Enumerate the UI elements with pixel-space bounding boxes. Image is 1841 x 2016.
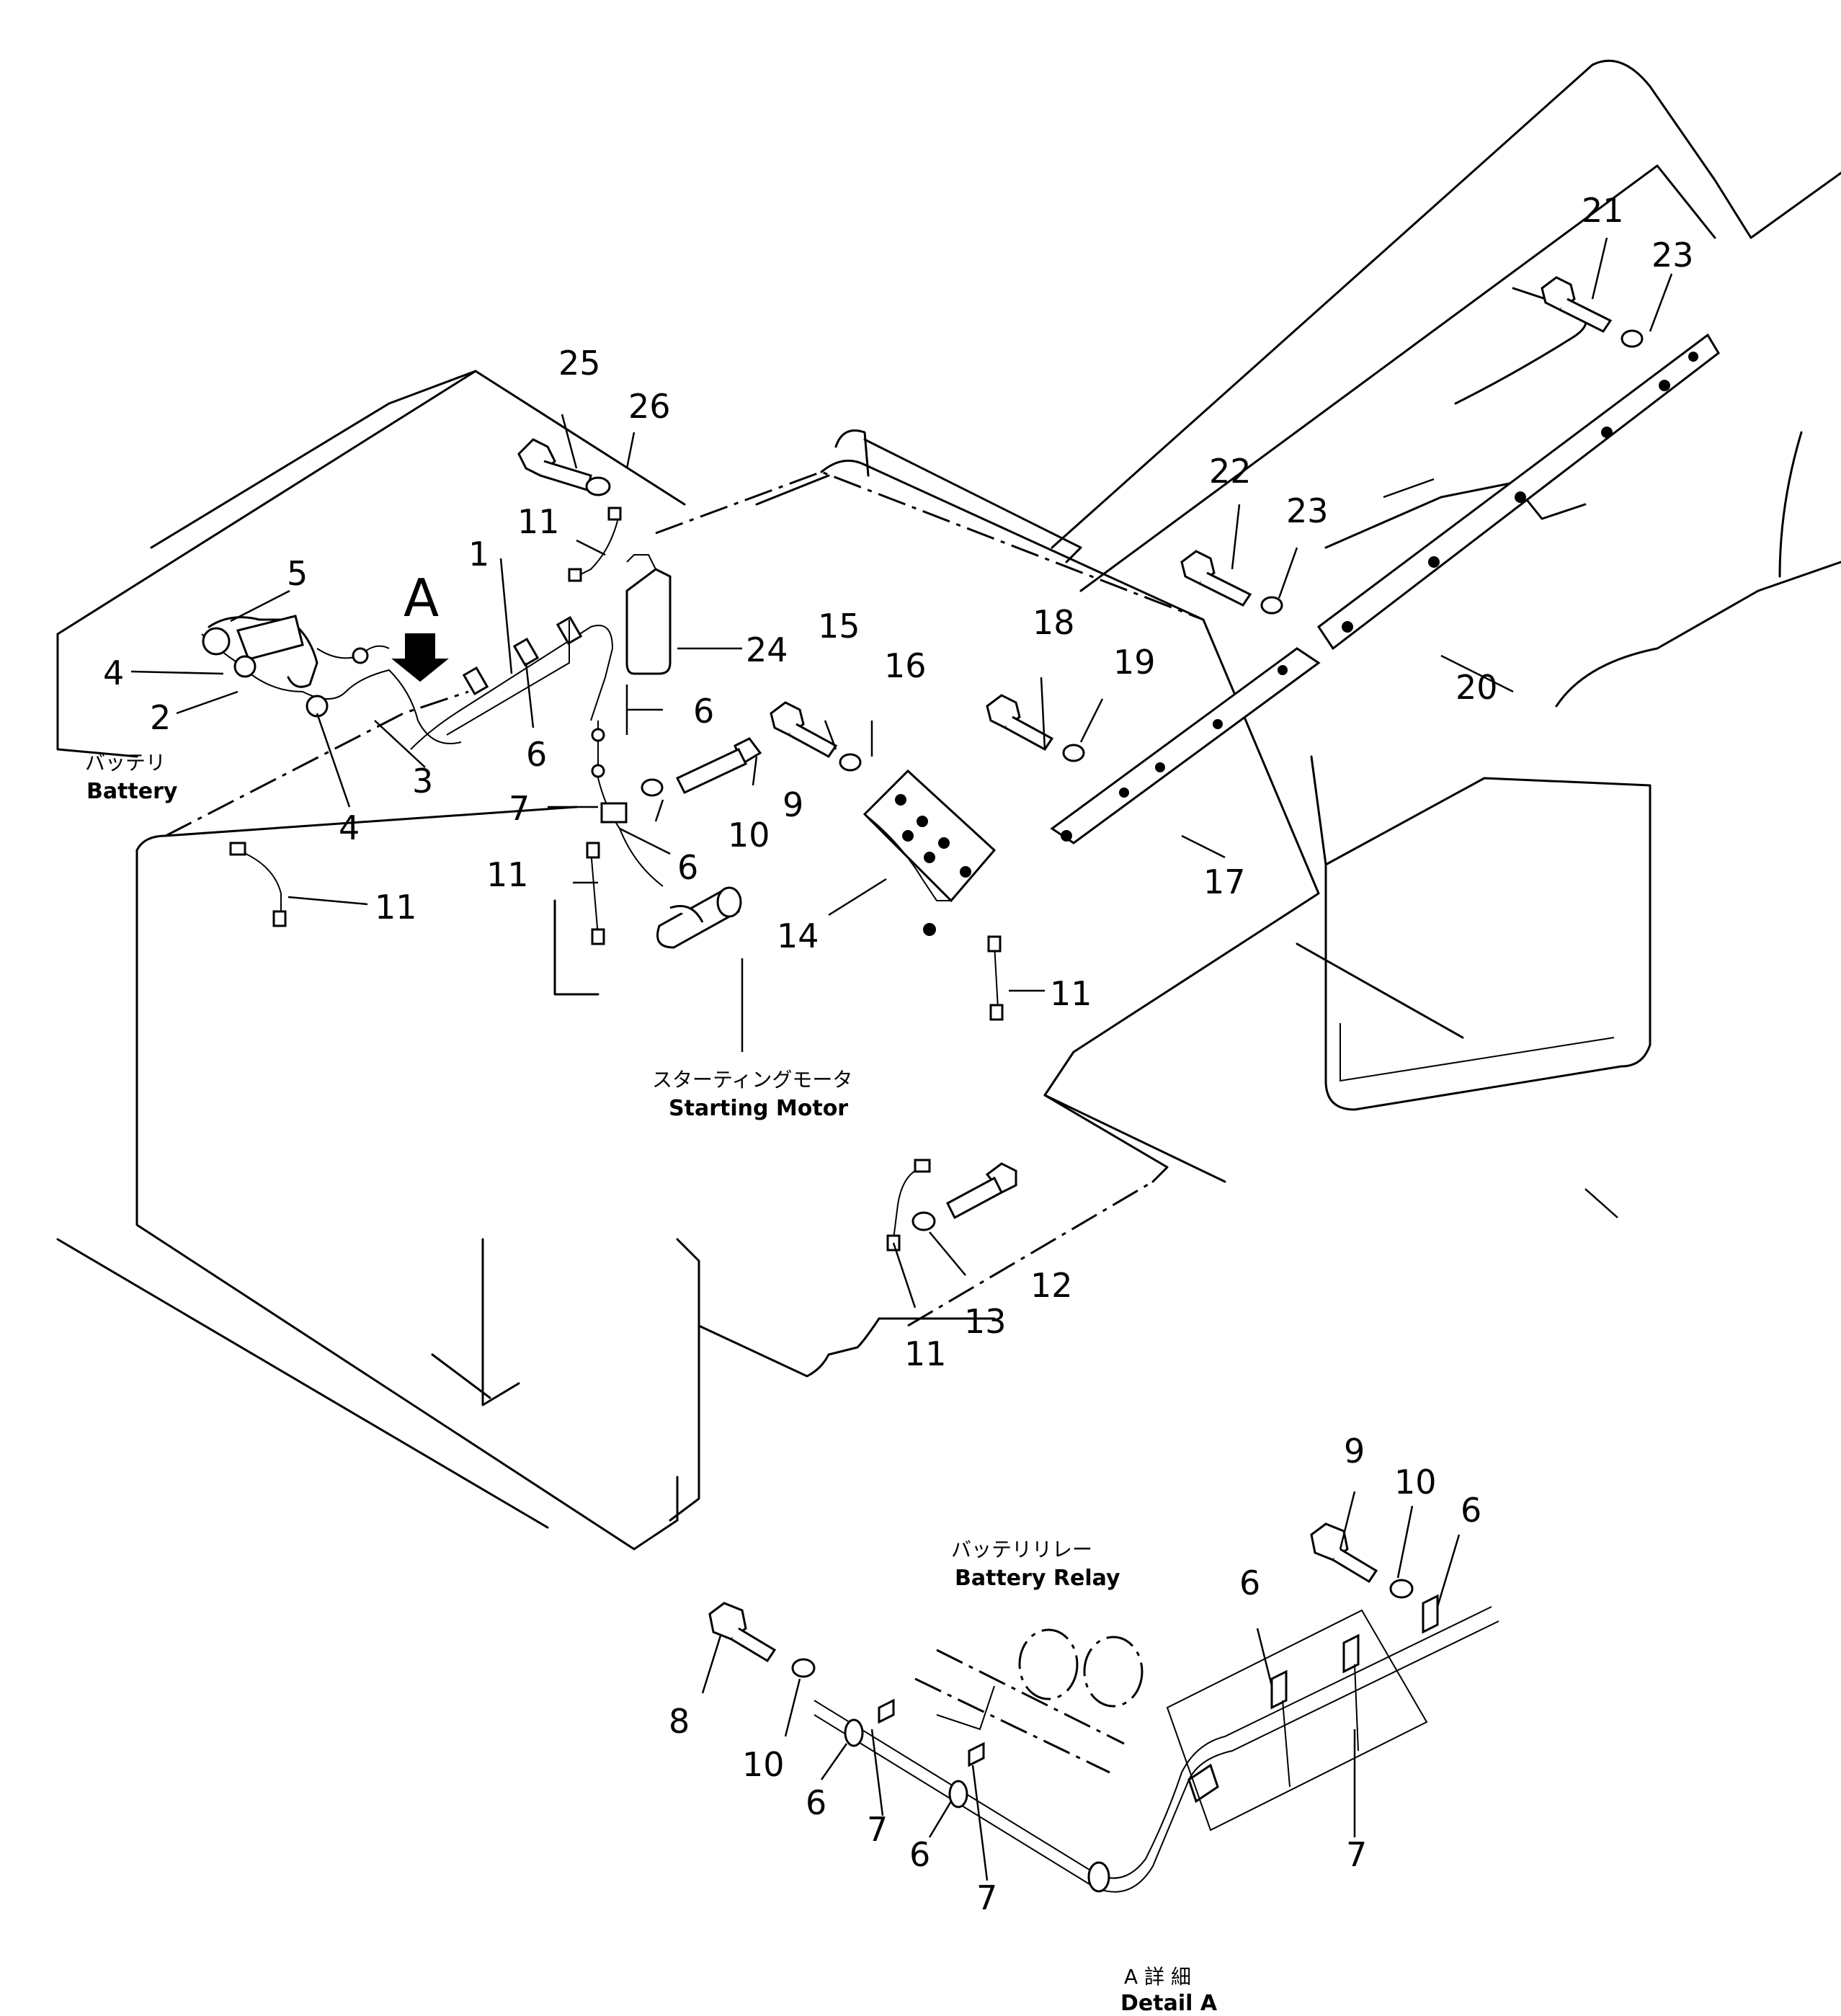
callout-11e: 11 (904, 1334, 947, 1373)
callout-6a: 6 (526, 735, 547, 774)
detail-callout-6b: 6 (909, 1835, 930, 1874)
mounting-bars (1050, 333, 1720, 844)
detail-a-marker-label: A (404, 568, 439, 628)
callout-14: 14 (777, 916, 819, 955)
callout-6c: 6 (677, 848, 698, 887)
callout-4a: 4 (103, 654, 124, 692)
detail-a-label-en: Detail A (1120, 1991, 1218, 2016)
callout-16: 16 (884, 646, 927, 685)
detail-callout-9: 9 (1344, 1432, 1365, 1471)
detail-a-callouts: 8 9 10 10 6 6 6 6 7 7 7 (669, 1432, 1481, 1917)
detail-a-label-jp: A 詳 細 (1124, 1965, 1191, 1989)
callout-11b: 11 (486, 855, 529, 894)
starting-motor-label-jp: スターティングモータ (652, 1068, 852, 1092)
detail-callout-8: 8 (669, 1702, 690, 1741)
detail-callout-6c: 6 (1239, 1564, 1260, 1602)
callout-26: 26 (628, 387, 671, 426)
relay-plate (862, 769, 997, 936)
callout-22: 22 (1209, 452, 1252, 491)
ground-cables (229, 507, 1004, 1252)
detail-callout-10b: 10 (1394, 1463, 1437, 1502)
detail-a-drawing (708, 1522, 1499, 1893)
callout-9: 9 (783, 785, 803, 824)
callout-23a: 23 (1651, 236, 1694, 275)
starting-motor-shape (656, 886, 742, 949)
callout-4b: 4 (339, 808, 360, 847)
battery-label-jp: バッテリ (85, 751, 166, 775)
callout-numbers: 1 2 3 4 4 5 6 6 6 7 9 10 11 11 11 11 11 … (103, 191, 1694, 1373)
callout-18: 18 (1033, 603, 1075, 642)
callout-25: 25 (558, 344, 601, 383)
callout-19: 19 (1113, 643, 1156, 682)
callout-11a: 11 (517, 502, 560, 541)
battery-label-en: Battery (86, 779, 178, 804)
callout-1: 1 (468, 535, 489, 574)
callout-24: 24 (746, 630, 788, 669)
battery-relay-label-jp: バッテリリレー (951, 1538, 1092, 1561)
starting-motor-label-en: Starting Motor (669, 1096, 848, 1121)
detail-callout-10a: 10 (742, 1745, 785, 1784)
machine-frame (56, 59, 1841, 1551)
callout-11c: 11 (375, 888, 417, 927)
detail-callout-7c: 7 (1346, 1835, 1367, 1874)
callout-7: 7 (509, 789, 530, 828)
callout-21: 21 (1582, 191, 1624, 230)
detail-callout-6a: 6 (806, 1783, 826, 1822)
callout-5: 5 (287, 554, 308, 593)
bolts-main (517, 276, 1644, 1231)
detail-callout-7b: 7 (976, 1878, 997, 1917)
callout-12: 12 (1030, 1266, 1073, 1305)
callout-23b: 23 (1286, 491, 1329, 530)
callout-20: 20 (1456, 668, 1498, 707)
callout-2: 2 (150, 698, 171, 737)
detail-a-arrow (391, 633, 449, 682)
battery-relay-label-en: Battery Relay (955, 1566, 1120, 1591)
callout-17: 17 (1203, 862, 1246, 901)
detail-callout-7a: 7 (867, 1810, 888, 1849)
callout-3: 3 (412, 762, 433, 800)
battery-cable-group (201, 507, 1004, 1252)
leader-lines (130, 237, 1673, 1881)
callout-13: 13 (964, 1302, 1007, 1341)
callout-6b: 6 (693, 692, 714, 731)
callout-11d: 11 (1050, 974, 1092, 1013)
callout-15: 15 (818, 607, 860, 646)
detail-callout-6d: 6 (1461, 1491, 1481, 1530)
callout-10: 10 (728, 816, 770, 855)
